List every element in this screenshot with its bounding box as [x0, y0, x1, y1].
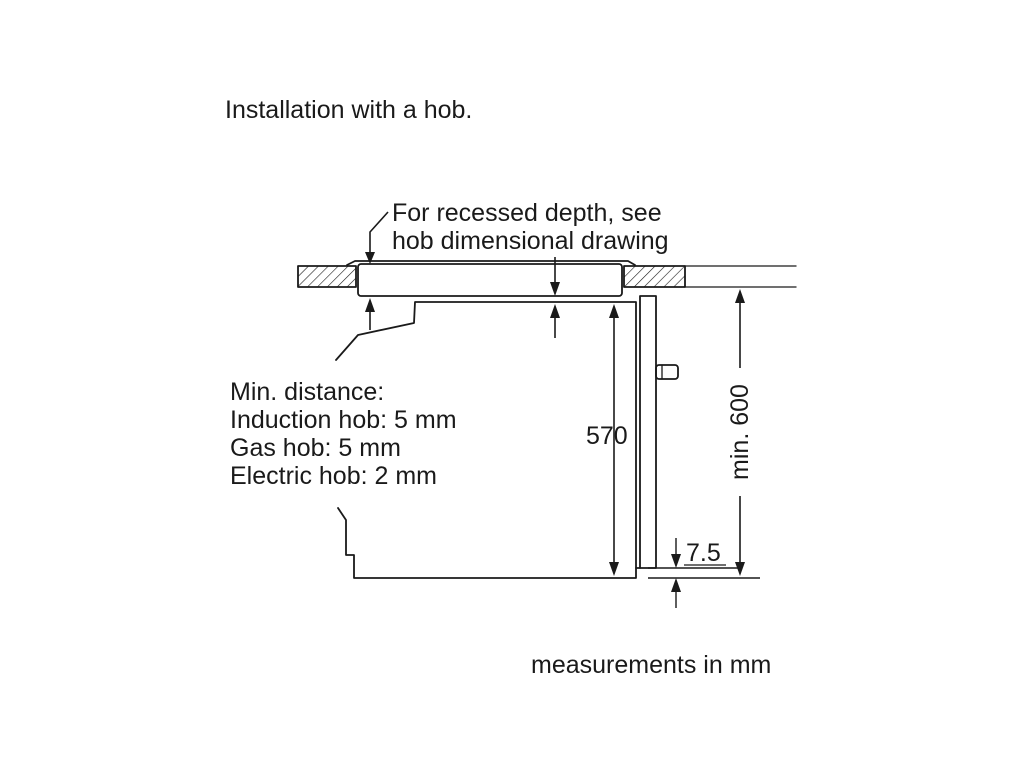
worktop-right [623, 265, 686, 288]
oven-knob-icon [655, 364, 679, 380]
bottom-gap-label: 7.5 [686, 539, 721, 567]
min-distance-heading: Min. distance: [230, 378, 385, 406]
recess-note-arrowhead [365, 252, 375, 264]
page-title: Installation with a hob. [225, 96, 473, 124]
worktop-left [297, 265, 357, 288]
niche-height-dimension [735, 289, 745, 576]
oven-body [335, 301, 637, 579]
oven-height-label: 570 [586, 422, 628, 450]
oven-door [639, 295, 657, 569]
recess-note-line-2: hob dimensional drawing [392, 227, 669, 255]
min-distance-electric: Electric hob: 2 mm [230, 462, 438, 490]
min-distance-arrow-left-head [365, 298, 375, 312]
recess-note-line-1: For recessed depth, see [392, 199, 662, 227]
oven-height-dimension [609, 304, 619, 576]
hob [346, 260, 636, 297]
min-distance-induction: Induction hob: 5 mm [230, 406, 457, 434]
bottom-gap-dimension [648, 538, 760, 608]
min-distance-gas: Gas hob: 5 mm [230, 434, 401, 462]
units-note: measurements in mm [531, 651, 772, 679]
niche-height-label: min. 600 [726, 384, 754, 480]
hob-depth-arrowhead [550, 282, 560, 296]
min-distance-arrow-right-head [550, 304, 560, 318]
recess-note-arrow [369, 211, 389, 254]
bottom-gap-arrowhead-bottom [671, 578, 681, 592]
bottom-gap-arrowhead-top [671, 554, 681, 568]
